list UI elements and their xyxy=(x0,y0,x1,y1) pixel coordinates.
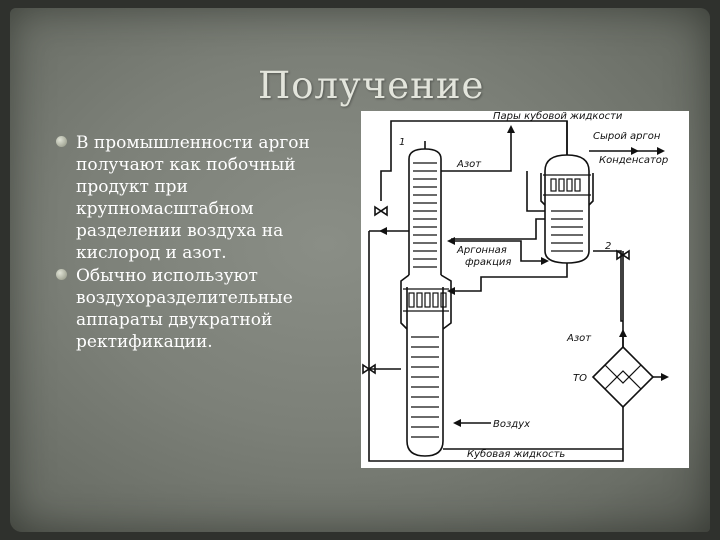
bullet-item: В промышленности аргон получают как побо… xyxy=(56,132,326,264)
argon-distillation-diagram: Пары кубовой жидкости 1 Азот Сырой аргон… xyxy=(361,110,689,468)
bullet-text: Обычно используют воздухоразделительные … xyxy=(76,266,293,352)
slide-title: Получение xyxy=(258,64,485,107)
column-1-upper-body xyxy=(408,183,442,275)
pipe-bottom xyxy=(368,369,624,462)
bullet-list: В промышленности аргон получают как побо… xyxy=(56,132,326,354)
label-air: Воздух xyxy=(493,419,530,430)
pipe-column2-return xyxy=(451,263,568,292)
pipe-argon-column-feed xyxy=(451,171,545,262)
column-1-condenser xyxy=(400,274,452,330)
heat-exchanger xyxy=(591,345,655,409)
pipe-nitrogen-top xyxy=(424,131,512,172)
bullet-text: В промышленности аргон получают как побо… xyxy=(76,133,310,263)
bullet-dot-icon xyxy=(56,269,67,280)
pipe-right-loop xyxy=(593,250,624,347)
pipe-argon-fraction xyxy=(451,218,545,240)
label-nitrogen-right: Азот xyxy=(566,333,592,344)
label-nitrogen-top: Азот xyxy=(456,159,482,170)
label-argon-fraction-2: фракция xyxy=(465,257,511,268)
label-argon-fraction: Аргонная xyxy=(456,245,507,256)
valve-icon xyxy=(616,249,630,261)
label-num-2: 2 xyxy=(605,241,611,252)
bullet-dot-icon xyxy=(56,136,67,147)
label-vapors: Пары кубовой жидкости xyxy=(493,111,623,122)
bullet-item: Обычно используют воздухоразделительные … xyxy=(56,265,326,353)
label-bottoms: Кубовая жидкость xyxy=(467,448,565,460)
diagram-svg: Пары кубовой жидкости 1 Азот Сырой аргон… xyxy=(362,110,669,462)
valve-icon xyxy=(362,363,376,375)
label-num-1: 1 xyxy=(399,137,405,148)
column-2 xyxy=(544,154,590,264)
pipe-left-loop xyxy=(368,230,409,370)
pipe-crude-argon xyxy=(566,121,661,155)
label-condenser: Конденсатор xyxy=(599,155,668,166)
valve-icon xyxy=(374,205,388,217)
label-crude-argon: Сырой аргон xyxy=(593,131,661,142)
label-heat-exchanger: ТО xyxy=(573,373,587,384)
